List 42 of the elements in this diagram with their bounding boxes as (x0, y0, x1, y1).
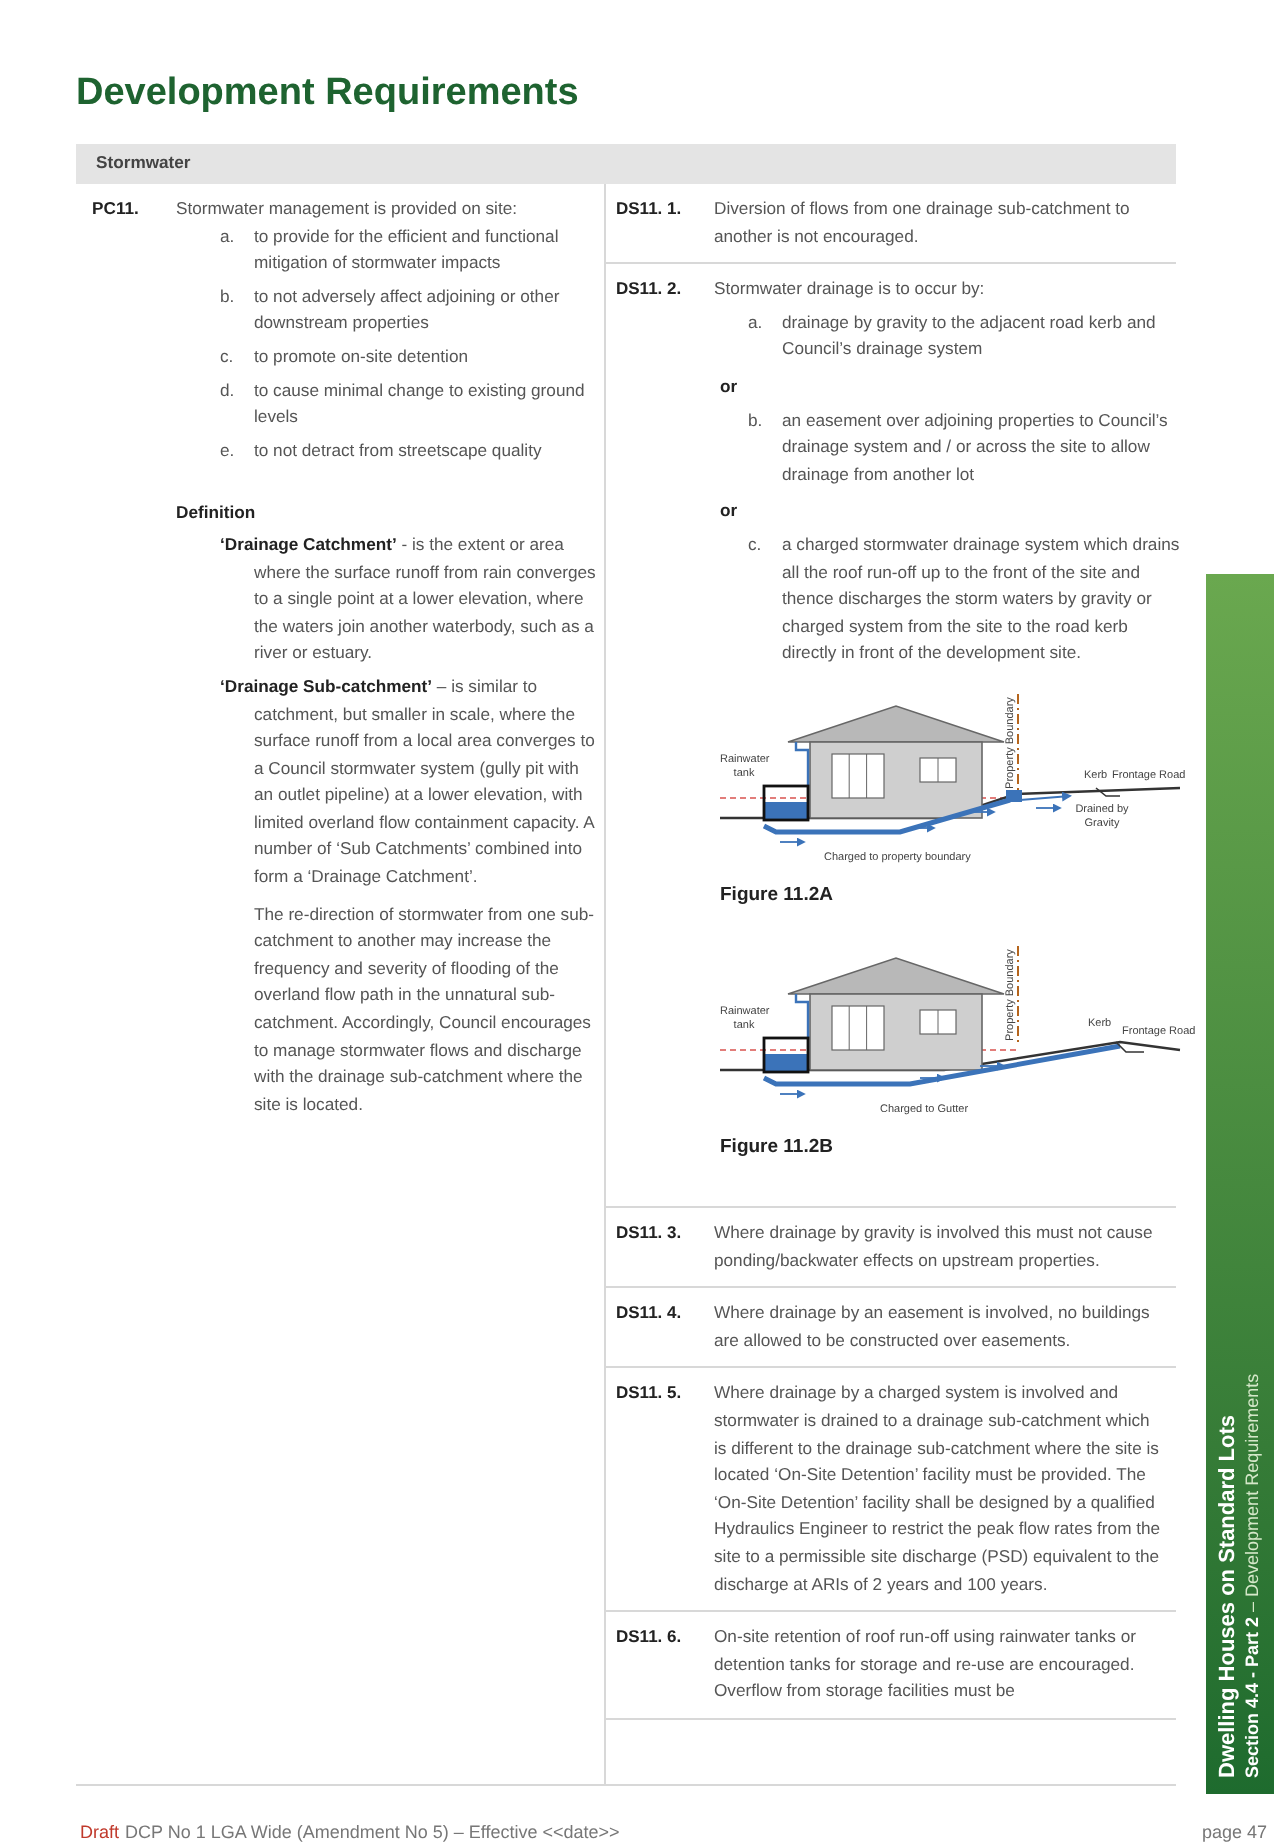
list-item-text: an easement over adjoining properties to Council’s drainage system and / or across the site to allow drainage from another lot (782, 407, 1170, 488)
sidebar-title: Dwelling Houses on Standard Lots (1216, 1412, 1242, 1778)
sidebar-subtitle: Section 4.4 - Part 2 – Development Requirements (1242, 1371, 1264, 1778)
clause-number: DS11. 5. (616, 1380, 684, 1407)
clause-number: DS11. 4. (616, 1300, 684, 1327)
conjunction: or (720, 373, 740, 400)
definition-text: ‘Drainage Catchment’ - is the extent or area where the surface runoff from rain converges to a single point at a lower elevation, where the waters join another waterbody, such as a river or estuary. (220, 531, 598, 667)
clause-number: DS11. 6. (616, 1624, 684, 1651)
draft-marker: Draft (80, 1820, 120, 1844)
list-marker: e. (220, 437, 237, 464)
clause-text: Diversion of flows from one drainage sub-catchment to another is not encouraged. (714, 196, 1132, 250)
clause-number: DS11. 2. (616, 276, 684, 303)
clause-number: PC11. (92, 196, 141, 222)
list-marker: d. (220, 377, 237, 404)
list-item-text: to promote on-site detention (254, 343, 469, 370)
clause-text: Where drainage by a charged system is involved and stormwater is drained to a drainage sub-catchment which is different to the drainage sub-catchment where the site is located ‘On-Site Detention’ facility must be provided. The ‘On-Site Detention’ facility shall be designed by a qualified Hydraulics Engineer to restrict the peak flow rates from the site to a permissible site discharge (PSD) equivalent to the discharge at ARIs of 2 years and 100 years. (714, 1380, 1163, 1598)
clause-text: On-site retention of roof run-off using rainwater tanks or detention tanks for storage and re-use are encouraged. Overflow from storage facilities must be (714, 1624, 1138, 1705)
list-marker: a. (748, 309, 765, 336)
list-marker: c. (748, 531, 764, 558)
figure-caption: Figure 11.2A (720, 881, 835, 909)
clause-text: Where drainage by an easement is involved, no buildings are allowed to be constructed over easements. (714, 1300, 1152, 1354)
footer-text: DCP No 1 LGA Wide (Amendment No 5) – Effective <<date>> (125, 1820, 620, 1844)
clause-text: Stormwater drainage is to occur by: (714, 276, 987, 303)
list-item-text: a charged stormwater drainage system which drains all the roof run-off up to the front of the site and thence discharges the storm waters by gravity or charged system from the site to the road kerb directly in front of the development site. (782, 531, 1182, 667)
subheading: Definition (174, 500, 258, 527)
list-marker: c. (220, 343, 236, 370)
page-title: Development Requirements (76, 70, 579, 118)
list-marker: b. (220, 283, 237, 310)
list-marker: a. (220, 223, 237, 250)
clause-number: DS11. 3. (616, 1220, 684, 1247)
paragraph: The re-direction of stormwater from one sub-catchment to another may increase the frequency and severity of flooding of the overland flow path in the unnatural sub-catchment. Accordingly, Council encourages to manage stormwater flows and discharge with the drainage sub-catchment where the site is located. (252, 901, 597, 1118)
definition-text: ‘Drainage Sub-catchment’ – is similar to catchment, but smaller in scale, where the surface runoff from a local area converges to a Council stormwater system (gully pit with an outlet pipeline) at a lower elevation, with limited overland flow containment capacity. A number of ‘Sub Catchments’ combined into form a ‘Drainage Catchment’. (220, 673, 597, 891)
clause-text: Stormwater management is provided on site: (176, 196, 518, 222)
list-marker: b. (748, 407, 765, 434)
conjunction: or (720, 498, 740, 525)
page-number: page 47 (1202, 1820, 1268, 1844)
list-item-text: drainage by gravity to the adjacent road kerb and Council’s drainage system (782, 309, 1158, 363)
list-item-text: to not detract from streetscape quality (254, 437, 542, 464)
section-heading: Stormwater (96, 150, 191, 177)
clause-text: Where drainage by gravity is involved this must not cause ponding/backwater effects on upstream properties. (714, 1220, 1155, 1274)
clause-number: DS11. 1. (616, 196, 684, 222)
figure-caption: Figure 11.2B (720, 1133, 835, 1161)
